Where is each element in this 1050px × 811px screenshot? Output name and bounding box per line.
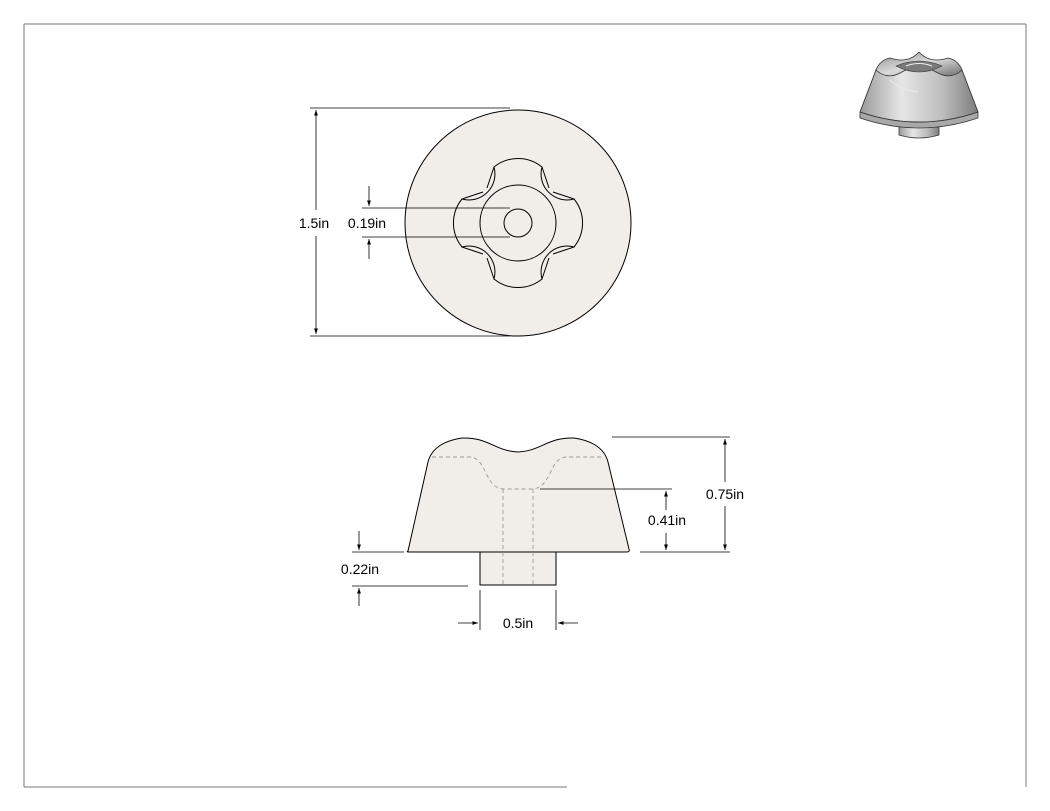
hidden-recess-line <box>432 456 604 490</box>
knob-stem <box>479 551 557 586</box>
dim-stem-height: 0.22in <box>341 531 468 606</box>
dim-stem-width: 0.5in <box>458 590 578 631</box>
dim-stem-height-label: 0.22in <box>341 561 379 577</box>
sheet-frame <box>23 23 1027 788</box>
dim-outer-diameter: 1.5in <box>299 107 510 337</box>
bore-circle <box>503 208 533 238</box>
knob-body <box>406 437 630 553</box>
top-view <box>404 109 632 337</box>
dim-body-offset-label: 0.41in <box>648 512 686 528</box>
dim-total-height: 0.75in <box>612 436 744 553</box>
dim-total-height-label: 0.75in <box>706 486 744 502</box>
front-view <box>406 437 630 586</box>
dim-stem-width-label: 0.5in <box>503 615 533 631</box>
dim-bore-diameter-label: 0.19in <box>348 215 386 231</box>
isometric-knob-icon <box>859 51 979 139</box>
dim-bore-diameter: 0.19in <box>348 186 510 259</box>
dim-body-offset: 0.41in <box>540 488 686 550</box>
dim-outer-diameter-label: 1.5in <box>299 215 329 231</box>
